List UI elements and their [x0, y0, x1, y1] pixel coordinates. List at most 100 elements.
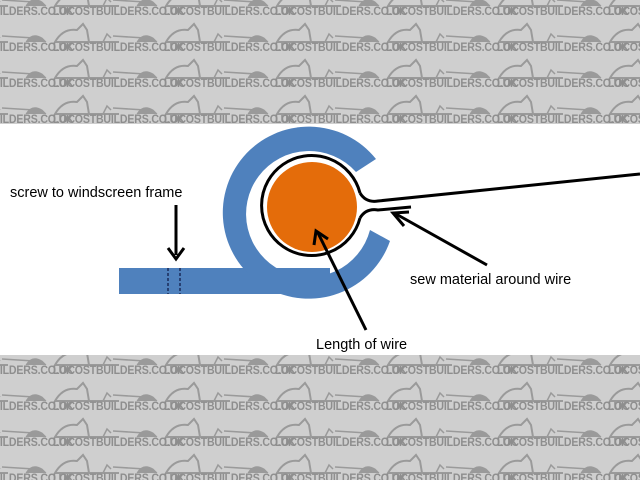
- watermark-tile: LOCOSTBUILDERS.CO.UK: [497, 355, 629, 379]
- watermark-text: LOCOSTBUILDERS.CO.UK: [0, 78, 74, 90]
- car-logo-icon: [497, 453, 602, 474]
- car-logo-icon: [53, 355, 158, 366]
- watermark-text: LOCOSTBUILDERS.CO.UK: [164, 473, 296, 480]
- material-lower-line: [358, 205, 412, 219]
- car-logo-icon: [0, 466, 47, 474]
- watermark-text: LOCOSTBUILDERS.CO.UK: [164, 78, 296, 90]
- watermark-tile: LOCOSTBUILDERS.CO.UK: [386, 415, 518, 451]
- watermark-tile: LOCOSTBUILDERS.CO.UK: [608, 92, 640, 124]
- watermark-tile: LOCOSTBUILDERS.CO.UK: [386, 379, 518, 415]
- watermark-text: LOCOSTBUILDERS.CO.UK: [275, 437, 407, 449]
- car-logo-icon: [608, 355, 640, 366]
- watermark-tile: LOCOSTBUILDERS.CO.UK: [497, 379, 629, 415]
- watermark-text: LOCOSTBUILDERS.CO.UK: [386, 401, 518, 413]
- watermark-row: LOCOSTBUILDERS.CO.UKLOCOSTBUILDERS.CO.UK…: [0, 0, 640, 20]
- watermark-tile: LOCOSTBUILDERS.CO.UK: [53, 415, 185, 451]
- car-logo-icon: [608, 417, 640, 438]
- car-logo-icon: [0, 430, 47, 438]
- car-logo-icon: [608, 94, 640, 115]
- watermark-text: LOCOSTBUILDERS.CO.UK: [164, 42, 296, 54]
- watermark-text: LOCOSTBUILDERS.CO.UK: [53, 114, 185, 124]
- sew-label: sew material around wire: [410, 272, 572, 288]
- watermark-tile: LOCOSTBUILDERS.CO.UK: [53, 355, 185, 379]
- watermark-text: LOCOSTBUILDERS.CO.UK: [53, 365, 185, 377]
- car-logo-icon: [497, 58, 602, 79]
- watermark-text: LOCOSTBUILDERS.CO.UK: [53, 437, 185, 449]
- watermark-text: LOCOSTBUILDERS.CO.UK: [53, 78, 185, 90]
- watermark-text: LOCOSTBUILDERS.CO.UK: [275, 473, 407, 480]
- watermark-text: LOCOSTBUILDERS.CO.UK: [386, 473, 518, 480]
- car-logo-icon: [386, 94, 491, 115]
- watermark-band-top: LOCOSTBUILDERS.CO.UKLOCOSTBUILDERS.CO.UK…: [0, 0, 640, 124]
- watermark-tile: LOCOSTBUILDERS.CO.UK: [0, 451, 74, 480]
- car-logo-icon: [164, 58, 269, 79]
- watermark-tile: LOCOSTBUILDERS.CO.UK: [497, 451, 629, 480]
- car-logo-icon: [275, 355, 380, 366]
- car-logo-icon: [53, 381, 158, 402]
- watermark-text: LOCOSTBUILDERS.CO.UK: [386, 437, 518, 449]
- watermark-tile: LOCOSTBUILDERS.CO.UK: [53, 0, 185, 20]
- car-logo-icon: [386, 381, 491, 402]
- car-logo-icon: [497, 0, 602, 7]
- watermark-row: LOCOSTBUILDERS.CO.UKLOCOSTBUILDERS.CO.UK…: [0, 415, 640, 451]
- car-logo-icon: [164, 453, 269, 474]
- watermark-tile: LOCOSTBUILDERS.CO.UK: [497, 56, 629, 92]
- car-logo-icon: [53, 94, 158, 115]
- car-logo-icon: [53, 0, 158, 7]
- watermark-text: LOCOSTBUILDERS.CO.UK: [0, 6, 74, 18]
- watermark-text: LOCOSTBUILDERS.CO.UK: [386, 365, 518, 377]
- car-logo-icon: [386, 22, 491, 43]
- watermark-tile: LOCOSTBUILDERS.CO.UK: [275, 451, 407, 480]
- sew-arrow-head: [389, 210, 410, 227]
- car-logo-icon: [386, 355, 491, 366]
- watermark-tile: LOCOSTBUILDERS.CO.UK: [0, 92, 74, 124]
- car-logo-icon: [0, 71, 47, 79]
- watermark-tile: LOCOSTBUILDERS.CO.UK: [0, 56, 74, 92]
- car-logo-icon: [275, 22, 380, 43]
- watermark-tile: LOCOSTBUILDERS.CO.UK: [608, 0, 640, 20]
- car-logo-icon: [275, 381, 380, 402]
- wire-arrow-shaft: [316, 232, 368, 331]
- watermark-tile: LOCOSTBUILDERS.CO.UK: [0, 0, 74, 20]
- watermark-tile: LOCOSTBUILDERS.CO.UK: [608, 20, 640, 56]
- watermark-tile: LOCOSTBUILDERS.CO.UK: [164, 415, 296, 451]
- watermark-text: LOCOSTBUILDERS.CO.UK: [164, 365, 296, 377]
- watermark-tile: LOCOSTBUILDERS.CO.UK: [386, 20, 518, 56]
- watermark-tile: LOCOSTBUILDERS.CO.UK: [608, 56, 640, 92]
- diagram-area: screw to windscreen frame sew material a…: [0, 124, 640, 355]
- car-logo-icon: [164, 355, 269, 366]
- watermark-text: LOCOSTBUILDERS.CO.UK: [386, 114, 518, 124]
- watermark-row: LOCOSTBUILDERS.CO.UKLOCOSTBUILDERS.CO.UK…: [0, 451, 640, 480]
- watermark-text: LOCOSTBUILDERS.CO.UK: [608, 114, 640, 124]
- wire-label: Length of wire: [316, 337, 408, 353]
- watermark-tile: LOCOSTBUILDERS.CO.UK: [275, 20, 407, 56]
- watermark-text: LOCOSTBUILDERS.CO.UK: [608, 401, 640, 413]
- watermark-text: LOCOSTBUILDERS.CO.UK: [0, 401, 74, 413]
- watermark-tile: LOCOSTBUILDERS.CO.UK: [0, 415, 74, 451]
- car-logo-icon: [164, 22, 269, 43]
- car-logo-icon: [0, 35, 47, 43]
- screw-label: screw to windscreen frame: [10, 185, 183, 201]
- watermark-text: LOCOSTBUILDERS.CO.UK: [497, 78, 629, 90]
- watermark-tile: LOCOSTBUILDERS.CO.UK: [164, 56, 296, 92]
- car-logo-icon: [0, 394, 47, 402]
- watermark-row: LOCOSTBUILDERS.CO.UKLOCOSTBUILDERS.CO.UK…: [0, 20, 640, 56]
- car-logo-icon: [386, 453, 491, 474]
- watermark-text: LOCOSTBUILDERS.CO.UK: [53, 473, 185, 480]
- watermark-tile: LOCOSTBUILDERS.CO.UK: [386, 451, 518, 480]
- watermark-band-bottom: LOCOSTBUILDERS.CO.UKLOCOSTBUILDERS.CO.UK…: [0, 355, 640, 480]
- watermark-tile: LOCOSTBUILDERS.CO.UK: [53, 451, 185, 480]
- watermark-text: LOCOSTBUILDERS.CO.UK: [497, 437, 629, 449]
- watermark-tile: LOCOSTBUILDERS.CO.UK: [53, 20, 185, 56]
- car-logo-icon: [386, 0, 491, 7]
- watermark-text: LOCOSTBUILDERS.CO.UK: [164, 401, 296, 413]
- watermark-tile: LOCOSTBUILDERS.CO.UK: [386, 92, 518, 124]
- watermark-text: LOCOSTBUILDERS.CO.UK: [275, 78, 407, 90]
- watermark-text: LOCOSTBUILDERS.CO.UK: [608, 6, 640, 18]
- watermark-text: LOCOSTBUILDERS.CO.UK: [497, 114, 629, 124]
- watermark-text: LOCOSTBUILDERS.CO.UK: [386, 42, 518, 54]
- watermark-text: LOCOSTBUILDERS.CO.UK: [164, 114, 296, 124]
- car-logo-icon: [275, 94, 380, 115]
- watermark-text: LOCOSTBUILDERS.CO.UK: [53, 42, 185, 54]
- watermark-tile: LOCOSTBUILDERS.CO.UK: [275, 415, 407, 451]
